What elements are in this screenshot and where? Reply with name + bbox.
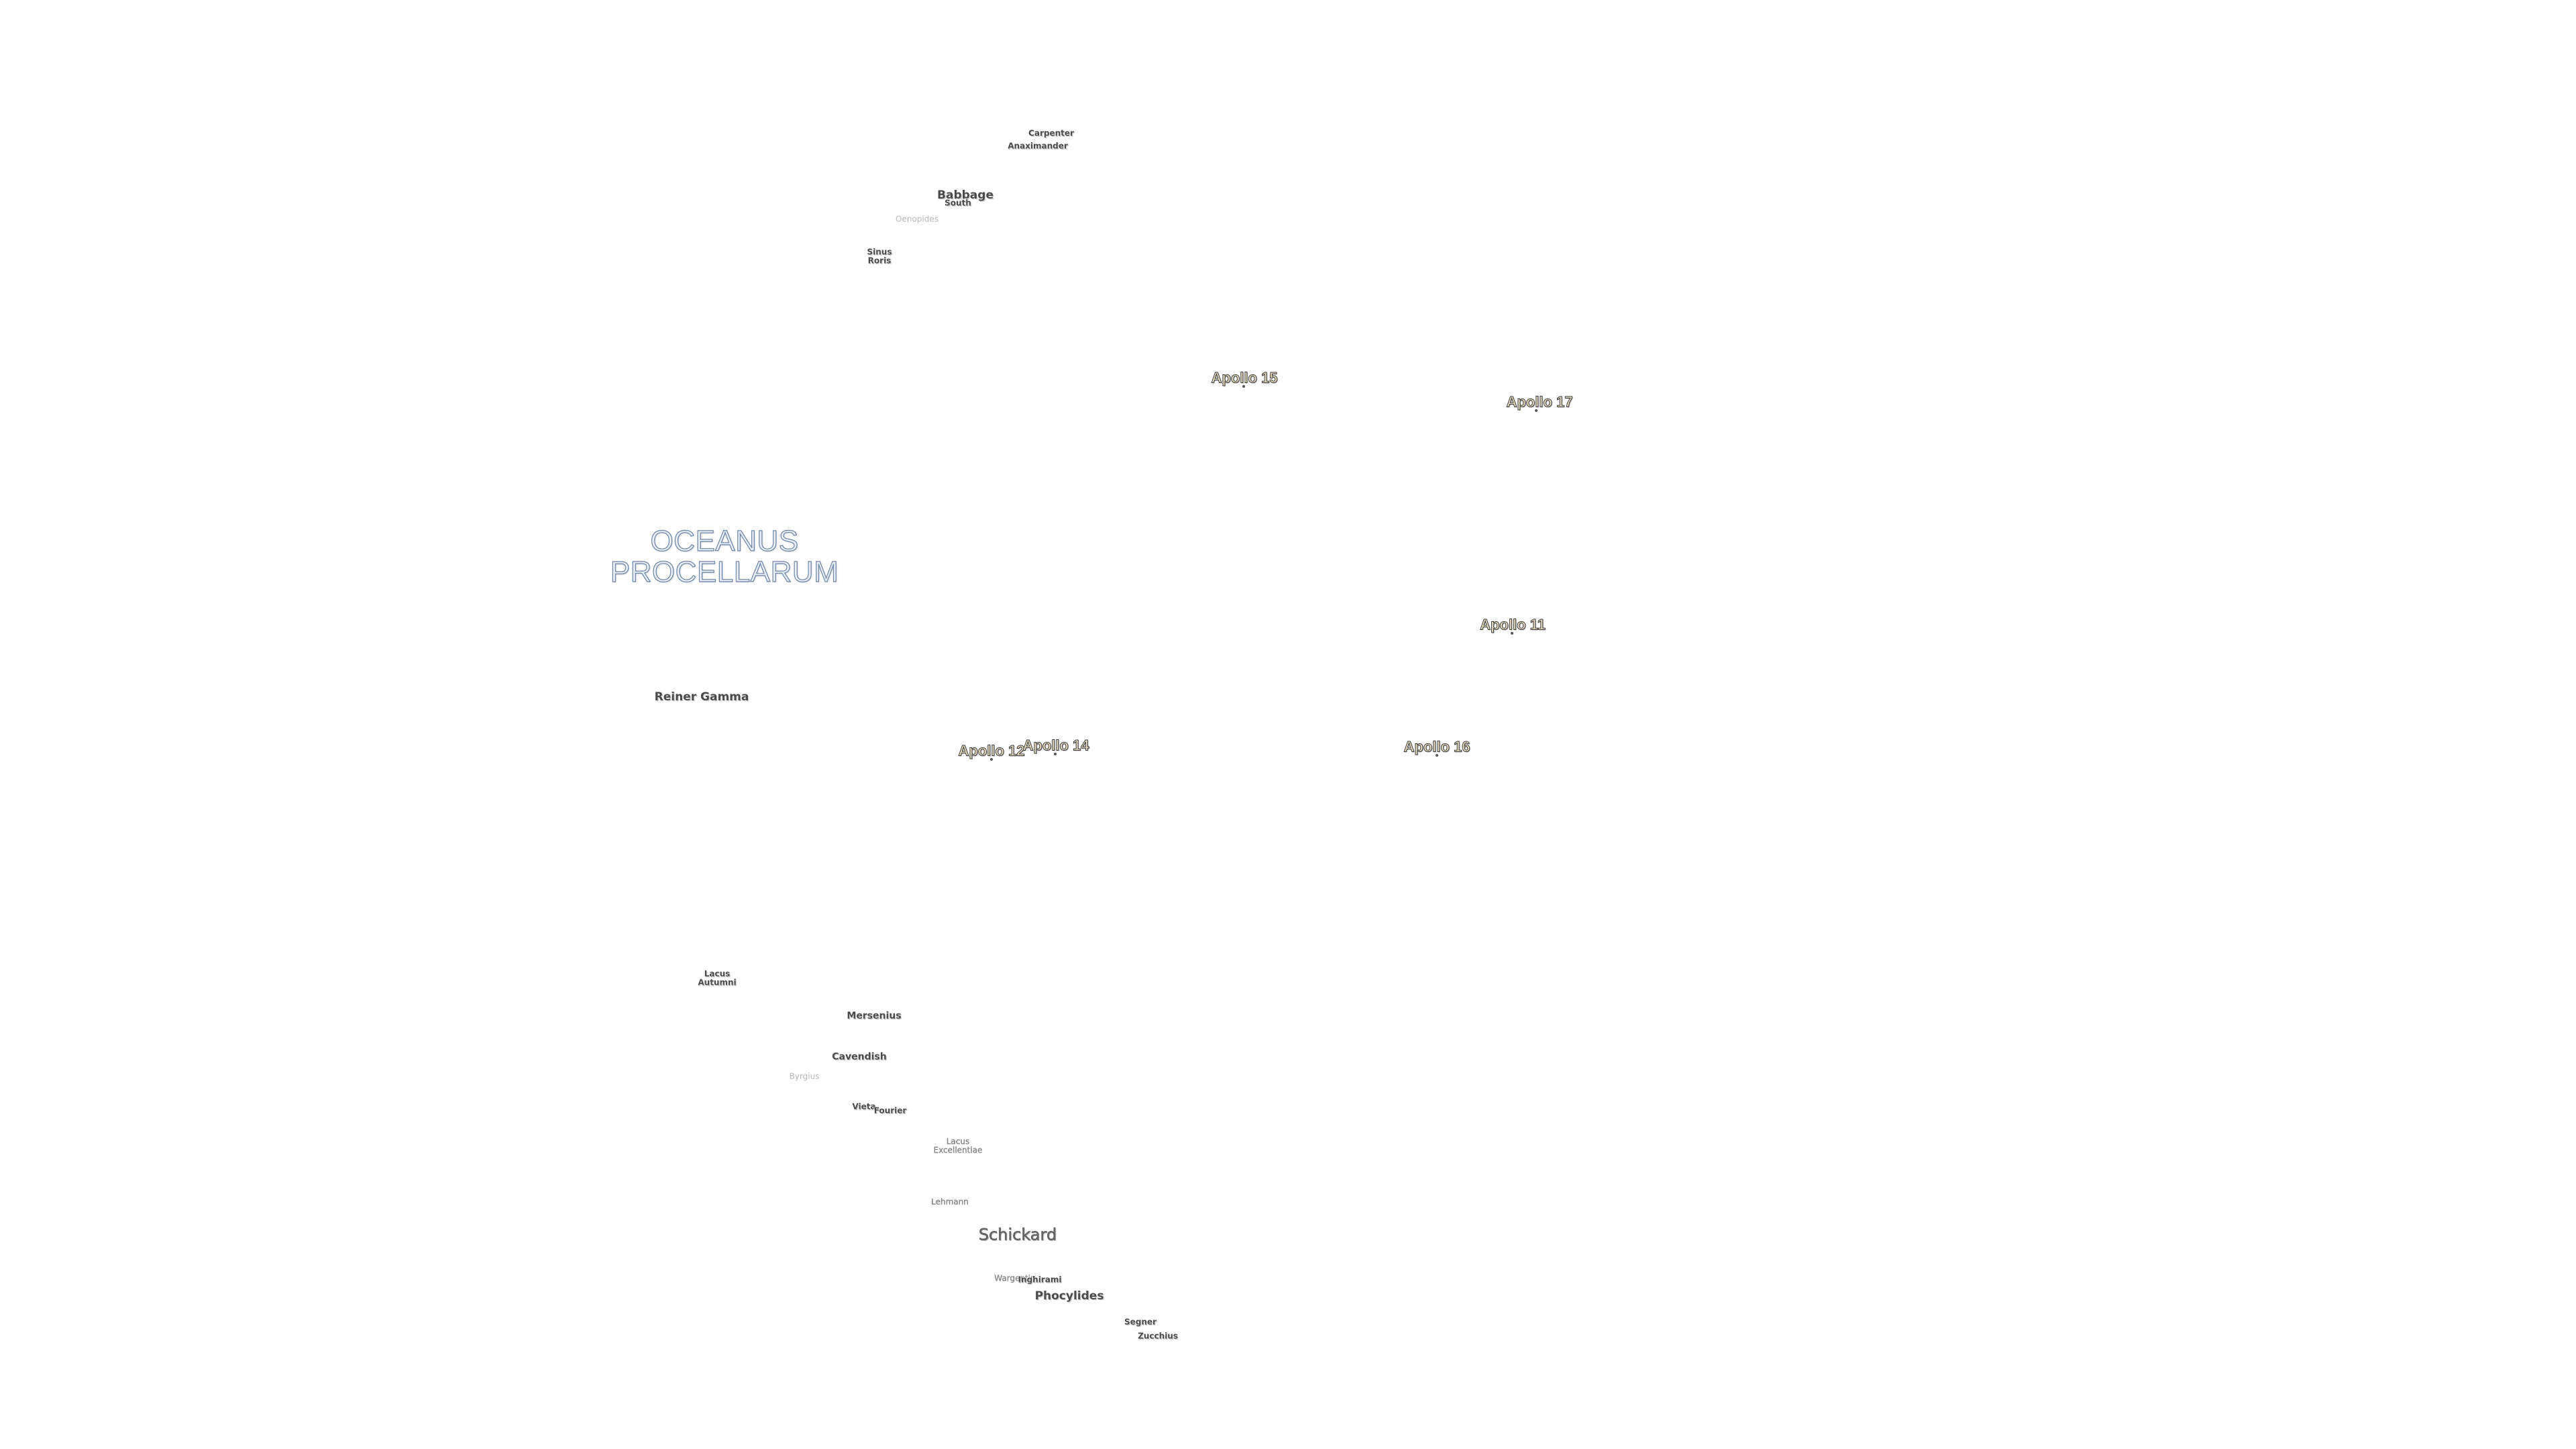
crater-label-lehmann[interactable]: Lehmann [931, 1197, 969, 1207]
crater-label-wargentin[interactable]: Wargentin [994, 1273, 1036, 1283]
apollo-11-site-marker[interactable] [1511, 632, 1513, 635]
feature-label-excellentiae-line2: Excellentiae [933, 1145, 983, 1155]
crater-label-south[interactable]: South [945, 198, 971, 208]
crater-label-oenopides[interactable]: Oenopides [896, 214, 938, 224]
apollo-17-label[interactable]: Apollo 17 [1506, 393, 1573, 411]
apollo-14-label[interactable]: Apollo 14 [1022, 737, 1089, 754]
apollo-16-label[interactable]: Apollo 16 [1403, 738, 1470, 755]
apollo-17-site-marker[interactable] [1535, 409, 1538, 412]
crater-label-phocylides[interactable]: Phocylides [1034, 1289, 1104, 1303]
apollo-16-site-marker[interactable] [1436, 754, 1438, 757]
crater-label-vieta[interactable]: Vieta [852, 1102, 876, 1112]
mare-label-oceanus-procellarum: OCEANUS PROCELLARUM [610, 524, 839, 588]
crater-label-anaximander[interactable]: Anaximander [1008, 141, 1068, 151]
apollo-15-label[interactable]: Apollo 15 [1211, 369, 1278, 386]
crater-label-carpenter[interactable]: Carpenter [1028, 128, 1074, 138]
feature-label-lacus-exc-line1: Lacus [946, 1136, 970, 1146]
crater-label-fourier[interactable]: Fourier [873, 1106, 907, 1116]
crater-label-cavendish[interactable]: Cavendish [832, 1051, 887, 1063]
crater-label-schickard[interactable]: Schickard [978, 1225, 1057, 1244]
crater-label-babbage[interactable]: Babbage [937, 189, 994, 203]
apollo-14-site-marker[interactable] [1054, 753, 1057, 755]
mare-label-line2: PROCELLARUM [610, 555, 839, 588]
apollo-12-label[interactable]: Apollo 12 [958, 742, 1025, 759]
feature-label-roris-line2: Roris [867, 256, 892, 265]
feature-label-sinus-line1: Sinus [867, 247, 892, 257]
apollo-15-site-marker[interactable] [1242, 385, 1245, 388]
crater-label-zucchius[interactable]: Zucchius [1138, 1331, 1178, 1341]
mare-label-line1: OCEANUS [650, 524, 799, 557]
feature-label-autumni-line2: Autumni [698, 977, 737, 987]
crater-label-mersenius[interactable]: Mersenius [847, 1010, 902, 1022]
crater-label-byrgius[interactable]: Byrgius [789, 1071, 820, 1081]
feature-label-reiner-gamma[interactable]: Reiner Gamma [654, 690, 749, 704]
apollo-11-label[interactable]: Apollo 11 [1480, 616, 1546, 633]
apollo-12-site-marker[interactable] [990, 758, 993, 761]
crater-label-segner[interactable]: Segner [1124, 1317, 1157, 1327]
feature-label-lacus-line1: Lacus [704, 969, 731, 979]
crater-label-inghirami[interactable]: Inghirami [1018, 1275, 1062, 1285]
